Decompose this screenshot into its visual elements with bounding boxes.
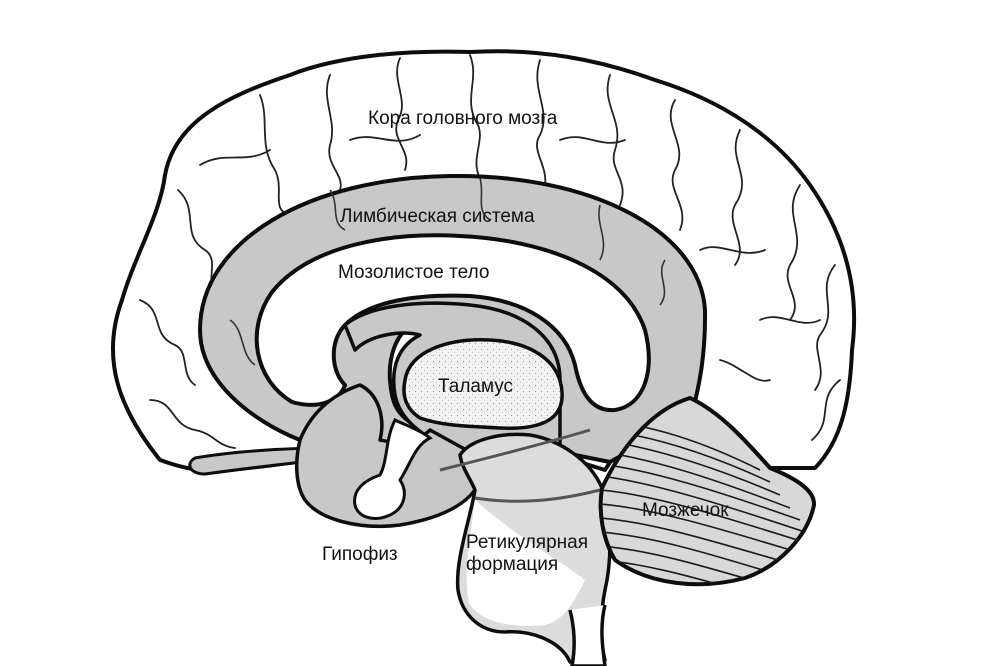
reticular-white-shape	[466, 500, 585, 626]
brainstem-line	[439, 428, 591, 472]
pituitary-gland-shape	[353, 417, 433, 520]
brainstem-divider	[474, 488, 601, 503]
limbic-lines	[229, 177, 666, 366]
thalamus-shape	[402, 338, 564, 430]
cerebellum-shape	[598, 396, 816, 587]
corpus-callosum-shape	[254, 233, 651, 413]
spinal-cord-shape	[568, 604, 607, 666]
